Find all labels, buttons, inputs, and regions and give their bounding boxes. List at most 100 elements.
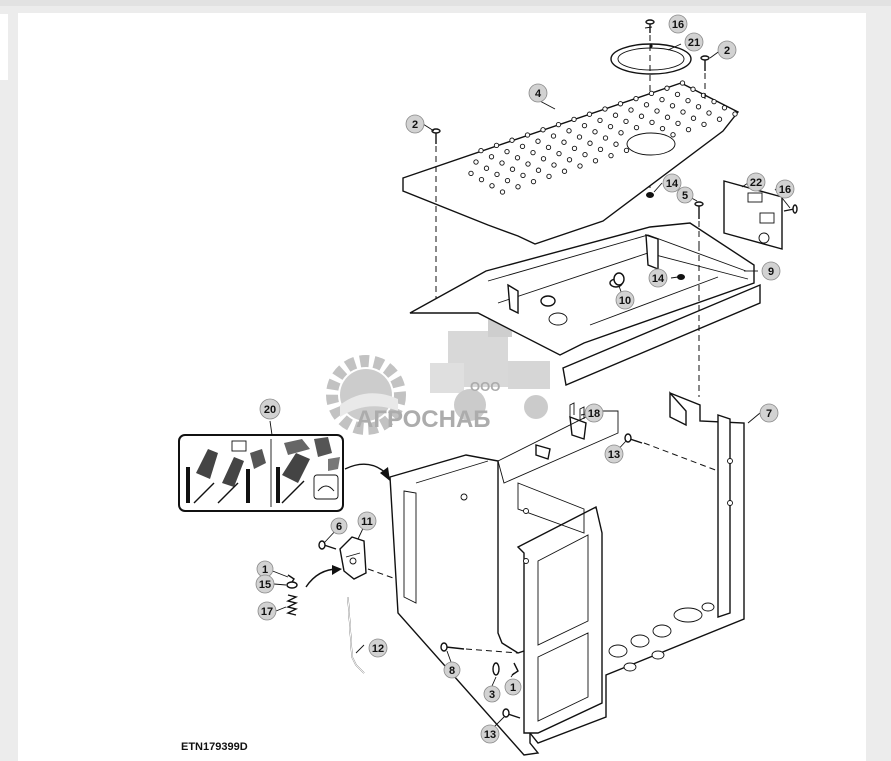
- plate-perforation-hole: [654, 108, 660, 114]
- callout-13-upper-label: 13: [608, 449, 620, 461]
- screw-16-right: [783, 204, 798, 214]
- callout-18-label: 18: [588, 408, 600, 420]
- watermark-logo: ООО АГРОСНАБ: [326, 317, 550, 435]
- decal-pictogram-right: [276, 437, 340, 504]
- figure-code: ETN179399D: [181, 741, 248, 753]
- plate-perforation-hole: [597, 117, 603, 124]
- plate-perforation-hole: [546, 173, 552, 180]
- plate-perforation-hole: [540, 127, 546, 133]
- clip-bracket-small: [535, 444, 551, 460]
- plate-perforation-hole: [576, 134, 583, 140]
- plate-perforation-hole: [530, 178, 537, 185]
- plate-perforation-hole: [587, 140, 593, 146]
- plate-perforation-hole: [706, 110, 712, 116]
- plate-perforation-hole: [617, 101, 624, 107]
- instruction-decal: [178, 434, 344, 512]
- callout-1-upper: 1: [256, 560, 274, 578]
- plate-perforation-hole: [664, 85, 670, 91]
- browser-top-strip: [0, 0, 891, 6]
- screw-6: [318, 540, 337, 550]
- plate-perforation-hole: [623, 118, 629, 125]
- dash-line-latch: [367, 568, 397, 580]
- plate-perforation-hole: [545, 144, 552, 151]
- callout-16-top: 16: [668, 14, 688, 34]
- plate-perforation-hole: [670, 132, 676, 138]
- plate-perforation-hole: [556, 150, 562, 157]
- watermark-name-text: АГРОСНАБ: [356, 406, 491, 433]
- perforated-floor-plate: [402, 80, 740, 245]
- plate-perforation-hole: [732, 111, 738, 117]
- plate-perforation-hole: [535, 167, 542, 173]
- plate-perforation-hole: [659, 125, 666, 132]
- plate-perforation-hole: [685, 97, 691, 104]
- plate-perforation-hole: [701, 121, 707, 128]
- main-seat-frame: [389, 391, 745, 756]
- callout-13-lower-label: 13: [484, 729, 496, 741]
- callout-6: 6: [330, 517, 348, 535]
- plate-perforation-hole: [648, 90, 655, 97]
- plate-perforation-hole: [520, 172, 526, 179]
- plate-perforation-hole: [515, 184, 521, 190]
- plate-perforation-hole: [571, 145, 578, 152]
- callout-10: 10: [615, 290, 635, 310]
- callout-4-label: 4: [535, 88, 542, 100]
- callout-20: 20: [259, 398, 281, 420]
- callout-14-upper: 14: [662, 173, 682, 193]
- callout-3: 3: [483, 685, 501, 703]
- callout-10-label: 10: [619, 295, 631, 307]
- screw-2-left: [431, 128, 441, 144]
- callout-16-right: 16: [775, 179, 795, 199]
- callout-8: 8: [443, 661, 461, 679]
- callout-7-label: 7: [766, 408, 772, 420]
- callout-6-label: 6: [336, 521, 342, 533]
- callout-17: 17: [257, 601, 277, 621]
- plate-perforation-hole: [488, 154, 495, 160]
- combine-harvester-icon: [430, 317, 550, 421]
- plate-perforation-hole: [493, 142, 500, 149]
- spring-17: [285, 594, 299, 616]
- screw-13-upper: [624, 433, 643, 444]
- callout-22-label: 22: [750, 177, 762, 189]
- plate-perforation-hole: [659, 96, 665, 103]
- callout-11-label: 11: [361, 516, 373, 528]
- plate-perforation-hole: [613, 141, 619, 147]
- callout-16-top-label: 16: [672, 19, 684, 31]
- plate-perforation-hole: [711, 98, 717, 105]
- plate-perforation-hole: [551, 162, 557, 168]
- callout-21: 21: [684, 32, 704, 52]
- plate-perforation-hole: [612, 112, 619, 118]
- callout-21-label: 21: [688, 37, 700, 49]
- callout-13-lower: 13: [480, 724, 500, 744]
- plate-perforation-hole: [685, 126, 692, 133]
- plate-perforation-hole: [607, 123, 614, 130]
- plate-perforation-hole: [608, 152, 614, 159]
- plate-perforation-hole: [535, 138, 541, 144]
- callout-labels: 16 21 2 4 2 14 22 16 5 14 9 10 18 7 13 2…: [255, 14, 795, 744]
- plate-perforation-hole: [525, 161, 531, 167]
- callout-14-lower-label: 14: [652, 273, 665, 285]
- plate-perforation-hole: [649, 119, 655, 126]
- diagram-sheet: ООО АГРОСНАБ: [18, 13, 866, 761]
- plate-perforation-hole: [623, 147, 630, 154]
- callout-9-label: 9: [768, 266, 774, 278]
- plate-perforation-hole: [504, 177, 511, 184]
- nut-14-lower: [677, 274, 685, 280]
- callout-12-label: 12: [372, 643, 384, 655]
- latch-rod-12: [347, 596, 365, 674]
- plate-perforation-hole: [483, 165, 490, 171]
- callout-5: 5: [676, 186, 694, 204]
- callout-14-upper-label: 14: [666, 178, 679, 190]
- plate-perforation-hole: [561, 139, 567, 145]
- plate-perforation-hole: [494, 171, 500, 178]
- callout-12: 12: [368, 638, 388, 658]
- plate-perforation-hole: [473, 159, 479, 165]
- plate-perforation-hole: [602, 135, 609, 141]
- plate-perforation-hole: [478, 176, 485, 183]
- plate-perforation-hole: [695, 104, 702, 110]
- switch-panel: [723, 180, 783, 250]
- callout-14-lower: 14: [648, 268, 668, 288]
- plate-perforation-hole: [509, 137, 515, 143]
- plate-perforation-hole: [561, 168, 568, 174]
- support-frame: [409, 222, 761, 386]
- screw-2-right: [700, 55, 710, 71]
